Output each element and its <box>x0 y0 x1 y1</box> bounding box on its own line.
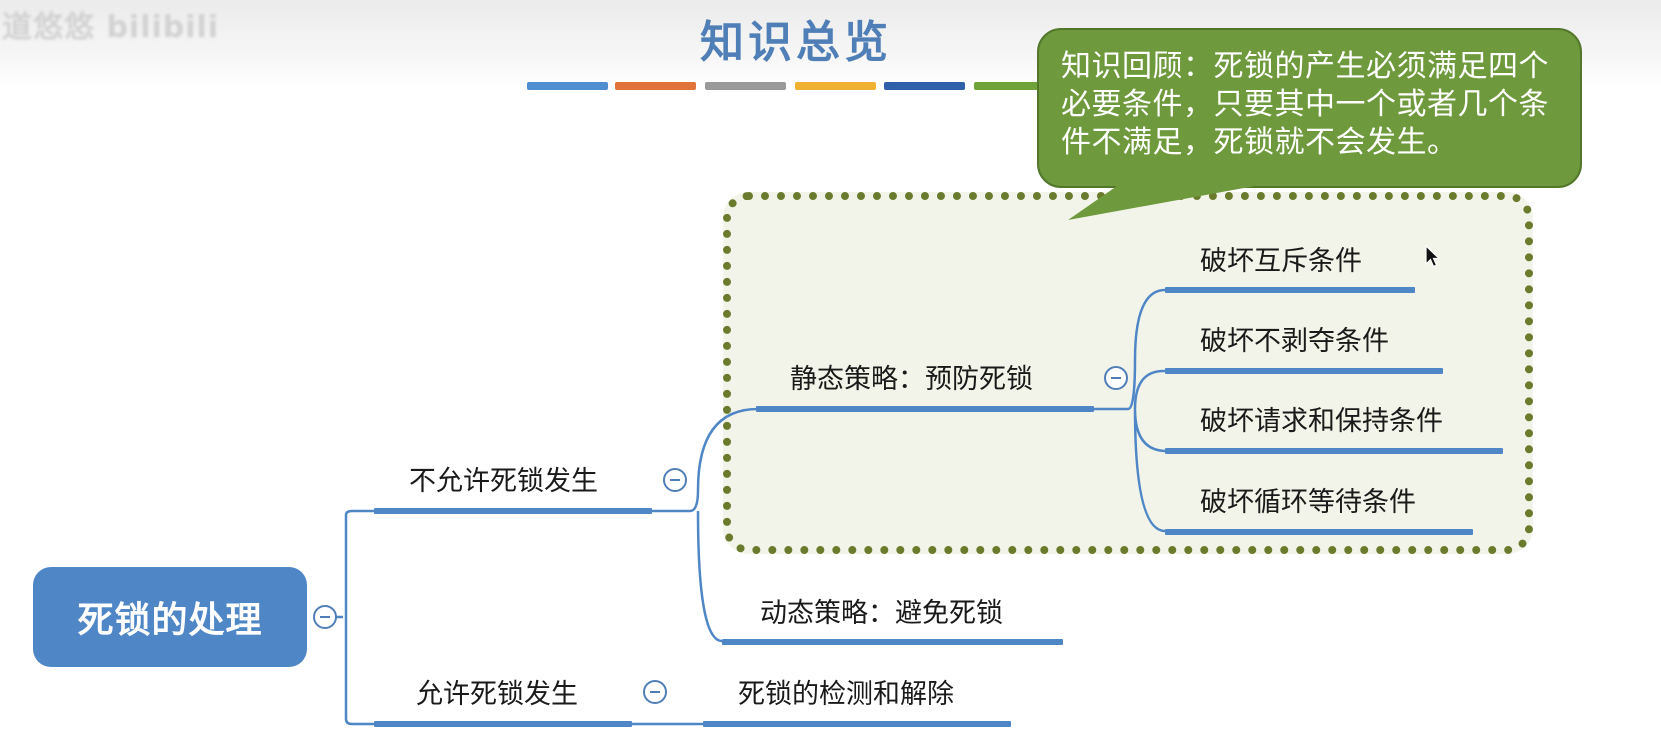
branch1-label[interactable]: 不允许死锁发生 <box>409 466 598 497</box>
dynamic-strategy-label[interactable]: 动态策略：避免死锁 <box>760 598 1003 629</box>
branch1-underline <box>374 508 652 514</box>
condition-circular-wait-underline <box>1165 529 1473 535</box>
dynamic-strategy-underline <box>722 639 1063 645</box>
static-collapse-icon[interactable] <box>1104 366 1128 390</box>
detection-recovery-underline <box>703 721 1011 727</box>
watermark: 道悠悠 bilibili <box>2 10 220 45</box>
connector-branch1-to-children <box>650 407 759 643</box>
static-strategy-underline <box>756 406 1094 412</box>
branch2-collapse-icon[interactable] <box>643 680 667 704</box>
connector-static-to-conditions <box>1092 288 1166 533</box>
condition-hold-and-wait-underline <box>1165 448 1503 454</box>
page-title: 知识总览 <box>700 17 892 68</box>
callout-text: 知识回顾：死锁的产生必须满足四个必要条件，只要其中一个或者几个条件不满足，死锁就… <box>1061 49 1549 160</box>
title-stripe-4 <box>795 82 876 90</box>
callout-bubble: 知识回顾：死锁的产生必须满足四个必要条件，只要其中一个或者几个条件不满足，死锁就… <box>1037 28 1582 188</box>
condition-hold-and-wait-label[interactable]: 破坏请求和保持条件 <box>1200 406 1443 437</box>
condition-no-preemption-label[interactable]: 破坏不剥夺条件 <box>1200 326 1389 357</box>
condition-no-preemption-underline <box>1165 368 1443 374</box>
branch2-underline <box>374 721 632 727</box>
branch2-label[interactable]: 允许死锁发生 <box>416 679 578 710</box>
root-node[interactable]: 死锁的处理 <box>33 567 307 667</box>
title-stripe-1 <box>527 82 608 90</box>
title-stripe-3 <box>705 82 786 90</box>
title-stripe-5 <box>884 82 965 90</box>
title-stripe-6 <box>974 82 1055 90</box>
detection-recovery-label[interactable]: 死锁的检测和解除 <box>738 679 954 710</box>
root-collapse-icon[interactable] <box>313 605 337 629</box>
condition-circular-wait-label[interactable]: 破坏循环等待条件 <box>1200 487 1416 518</box>
condition-mutual-exclusion-label[interactable]: 破坏互斥条件 <box>1200 246 1362 277</box>
static-strategy-label[interactable]: 静态策略：预防死锁 <box>790 364 1033 395</box>
root-node-label: 死锁的处理 <box>77 600 263 641</box>
title-stripe-2 <box>615 82 696 90</box>
mouse-cursor-icon <box>1425 245 1441 268</box>
condition-mutual-exclusion-underline <box>1165 287 1415 293</box>
branch1-collapse-icon[interactable] <box>663 468 687 492</box>
